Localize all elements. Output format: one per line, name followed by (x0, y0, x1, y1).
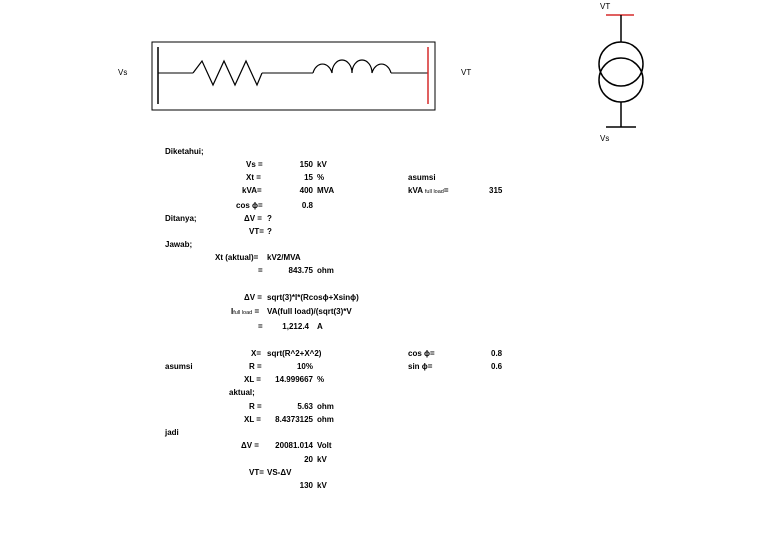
resistor-symbol (192, 59, 263, 87)
kva-unit: MVA (317, 186, 335, 195)
i-full-load-label: Ifull load = (231, 307, 260, 316)
kva-full-load-label: kVA full load= (408, 186, 449, 195)
r-ohm-value: 5.63 (297, 402, 313, 411)
cos-right-value: 0.8 (491, 349, 503, 358)
vt-formula-label: VT= (249, 468, 264, 477)
vt-question-label: VT= (249, 227, 264, 236)
xt-label: Xt = (246, 173, 261, 182)
diketahui-heading: Diketahui; (165, 147, 204, 156)
r-pct-value: 10% (296, 362, 313, 371)
dv-kv-unit: kV (317, 455, 327, 464)
xl-ohm-value: 8.4373125 (275, 415, 313, 424)
vt-result-unit: kV (317, 481, 327, 490)
xt-aktual-unit: ohm (317, 266, 334, 275)
inductor-symbol (312, 59, 392, 74)
cos-right-label: cos ϕ= (408, 349, 435, 358)
xl-ohm-unit: ohm (317, 415, 334, 424)
asumsi-top-label: asumsi (408, 173, 436, 182)
i-value: 1,212.4 (282, 322, 309, 331)
source-voltage-label: Vs (118, 68, 128, 77)
vs-label: Vs = (246, 160, 263, 169)
kva-label: kVA= (242, 186, 262, 195)
transformer-bottom-label: Vs (600, 134, 610, 143)
xl-pct-label: XL = (244, 375, 261, 384)
xl-pct-value: 14.999667 (275, 375, 313, 384)
transformer-top-label: VT (600, 2, 611, 11)
dv-volt-value: 20081.014 (275, 441, 313, 450)
dv-kv-value: 20 (304, 455, 313, 464)
kva-value: 400 (299, 186, 313, 195)
r-ohm-label: R = (249, 402, 262, 411)
vs-value: 150 (299, 160, 313, 169)
xt-aktual-label: Xt (aktual)= (215, 253, 259, 262)
vt-formula: VS-ΔV (267, 468, 292, 477)
x-formula-label: X= (251, 349, 262, 358)
vt-result-value: 130 (299, 481, 313, 490)
i-unit: A (317, 322, 323, 331)
xt-unit: % (317, 173, 325, 182)
xl-ohm-label: XL = (244, 415, 261, 424)
dv-question-label: ΔV = (244, 214, 262, 223)
x-formula: sqrt(R^2+X^2) (267, 349, 322, 358)
asumsi-left-label: asumsi (165, 362, 193, 371)
xt-value: 15 (304, 173, 313, 182)
jawab-heading: Jawab; (165, 240, 193, 249)
xt-aktual-equals: = (258, 266, 263, 275)
sin-right-label: sin ϕ= (408, 362, 433, 371)
xt-aktual-formula: kV2/MVA (267, 253, 301, 262)
i-full-load-formula: VA(full load)/(sqrt(3)*V (267, 307, 352, 316)
transformer-upper-winding (598, 41, 644, 87)
kva-full-load-value: 315 (489, 186, 503, 195)
cos-value: 0.8 (301, 201, 313, 210)
r-ohm-unit: ohm (317, 402, 334, 411)
dv-volt-label: ΔV = (241, 441, 259, 450)
dv-volt-unit: Volt (317, 441, 332, 450)
dv-question-value: ? (267, 214, 272, 223)
xt-aktual-value: 843.75 (288, 266, 313, 275)
ditanya-heading: Ditanya; (165, 214, 197, 223)
aktual-label: aktual; (229, 388, 255, 397)
jadi-label: jadi (165, 428, 179, 437)
dv-formula: sqrt(3)*I*(Rcosϕ+Xsinϕ) (267, 293, 359, 302)
terminal-voltage-label: VT (461, 68, 472, 77)
r-pct-label: R = (249, 362, 262, 371)
dv-formula-label: ΔV = (244, 293, 262, 302)
circuit-frame (151, 41, 436, 111)
i-equals: = (258, 322, 263, 331)
vs-unit: kV (317, 160, 327, 169)
vt-question-value: ? (267, 227, 272, 236)
sin-right-value: 0.6 (491, 362, 503, 371)
xl-pct-unit: % (317, 375, 325, 384)
cos-label: cos ϕ= (236, 201, 263, 210)
